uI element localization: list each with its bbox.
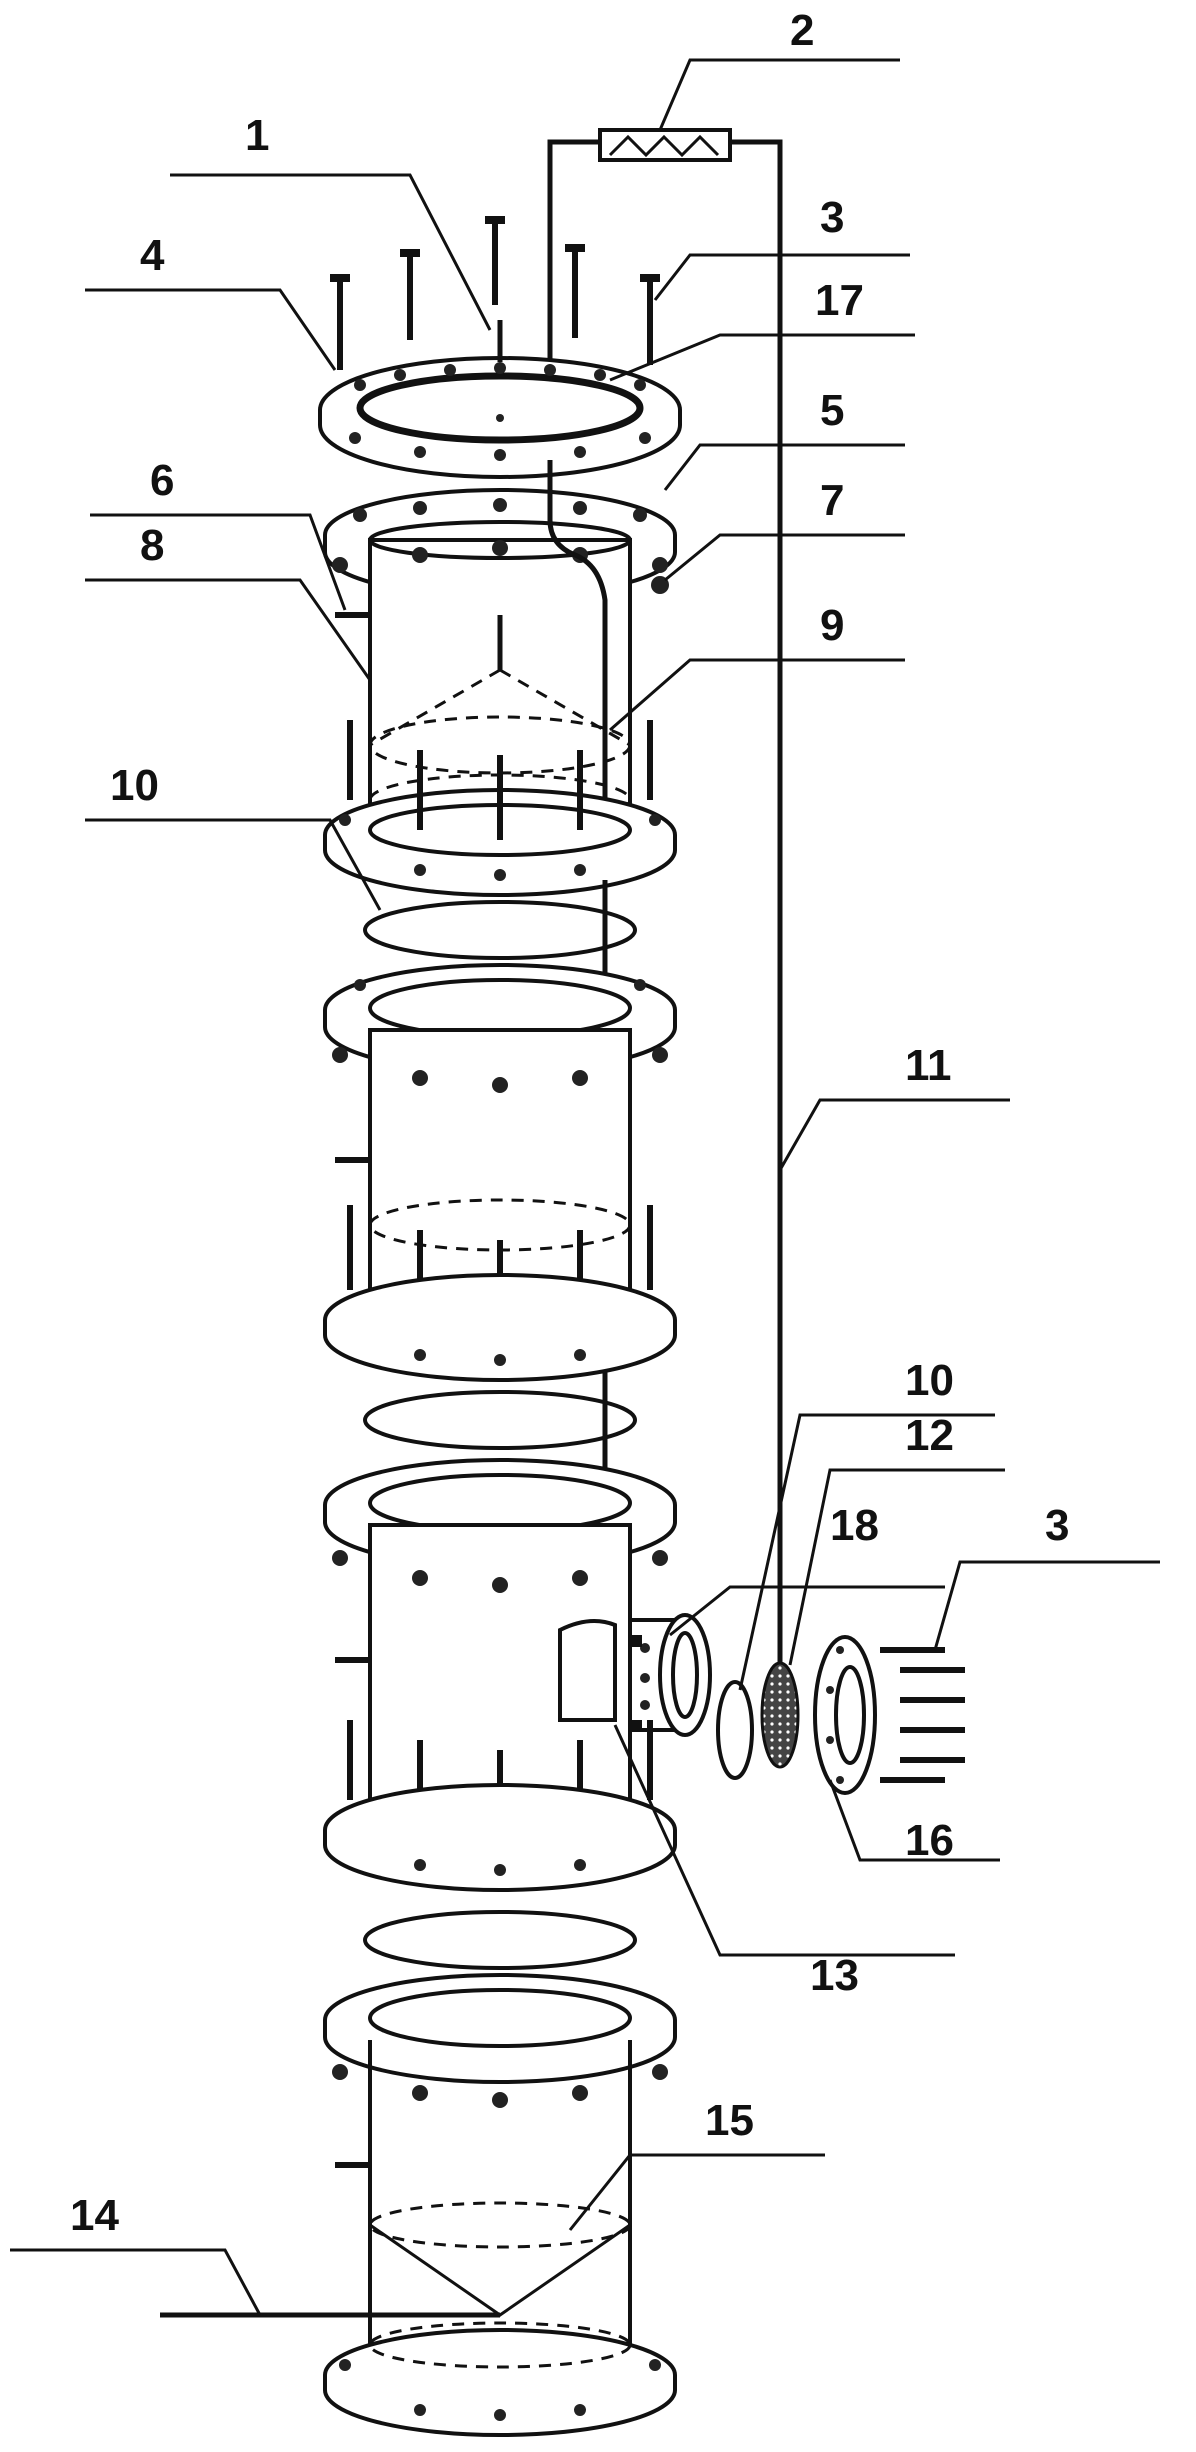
tube-11	[547, 139, 783, 1700]
label-18: 18	[830, 1501, 879, 1550]
screws-3-side	[880, 1647, 965, 1783]
gasket-10-c	[363, 1910, 637, 1970]
baffle-13	[558, 1619, 617, 1722]
top-lid-4	[318, 320, 682, 479]
label-5: 5	[820, 386, 844, 435]
screws-3-top	[330, 216, 660, 370]
label-14: 14	[70, 2191, 119, 2240]
label-11: 11	[905, 1041, 952, 1090]
flange-16	[813, 1635, 877, 1795]
label-8: 8	[140, 521, 164, 570]
label-16: 16	[905, 1816, 954, 1865]
label-2: 2	[790, 6, 814, 55]
mesh-12	[760, 1661, 800, 1769]
callout-labels: 1 2 3 4 17 5 6 7 8 9 10 11 10 12 18 3 16…	[70, 6, 1069, 2240]
gasket-10-b	[363, 1390, 637, 1450]
label-12: 12	[905, 1411, 954, 1460]
gasket-10-side	[716, 1680, 754, 1780]
side-port-18	[628, 1613, 712, 1737]
label-9: 9	[820, 601, 844, 650]
section-d	[160, 1973, 677, 2437]
label-3-side: 3	[1045, 1501, 1069, 1550]
label-7: 7	[820, 476, 844, 525]
label-6: 6	[150, 456, 174, 505]
section-b	[323, 963, 677, 1382]
leader-lines	[10, 58, 1160, 2316]
label-3-top: 3	[820, 193, 844, 242]
valve-2	[598, 128, 732, 162]
label-4: 4	[140, 231, 165, 280]
label-1: 1	[245, 111, 269, 160]
tube-9	[547, 460, 608, 820]
section-c	[323, 1458, 712, 1892]
gasket-10-a	[363, 900, 637, 960]
label-10-side: 10	[905, 1356, 954, 1405]
section-a	[323, 460, 677, 897]
label-13: 13	[810, 1951, 859, 2000]
label-17: 17	[815, 276, 864, 325]
label-10-top: 10	[110, 761, 159, 810]
bolt-7	[651, 576, 669, 594]
label-15: 15	[705, 2096, 754, 2145]
